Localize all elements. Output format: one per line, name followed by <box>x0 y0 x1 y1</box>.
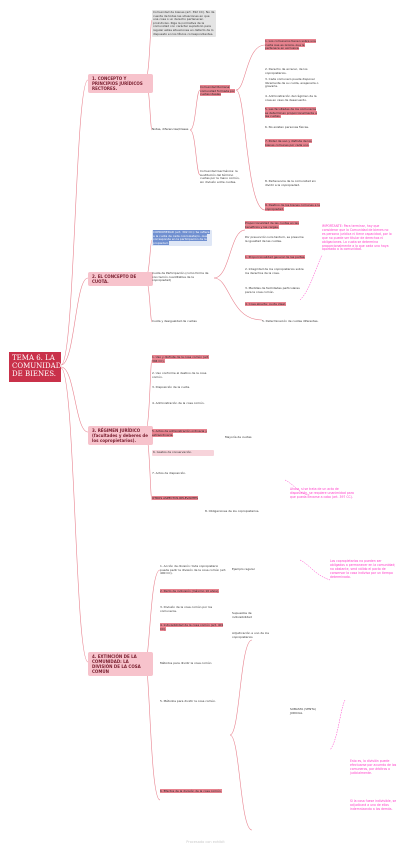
s3-otros: OTROS ASPECTOS RELEVANTES <box>152 496 212 501</box>
s1-romana-node: Comunidad Romana: comunidad formada por … <box>200 85 238 97</box>
s3-otros-text: OTROS ASPECTOS RELEVANTES <box>152 496 198 500</box>
s4-subasta: SUBASTA (VENTA) JUDICIAL <box>290 707 316 715</box>
s2-item-1-text: Proporcionalidad de las cuotas en las be… <box>245 221 299 229</box>
s4-item-2: 2. Pacto de indivisión (máximo 10 años). <box>160 589 228 594</box>
s1-germanica-text: Comunidad Germánica: la sustitución del … <box>200 169 240 184</box>
s2-item-6: 4. Cosa abierta: cuota ideal. <box>245 302 307 307</box>
s2-item-5: 3. Medidas de facilidades particulares p… <box>245 286 300 294</box>
s2-item-1: Proporcionalidad de las cuotas en las be… <box>245 221 307 229</box>
note-3: Los copropietarios no pueden ser obligad… <box>330 559 396 579</box>
s4-item-3: 3. División de la cosa común por los com… <box>160 605 213 613</box>
s3-item-5-text: 5. Actos de administración ordinaria y e… <box>152 429 207 437</box>
s4-item-6-text: 6. Efectos de la división de la cosa com… <box>160 789 222 793</box>
s2-cuota-igualdad: Cuota y desigualdad de cuotas <box>152 319 197 323</box>
s2-item-7: 5. Determinación de cuotas diferentes. <box>262 319 319 323</box>
note-5: Si la cosa fuese indivisible, se adjudic… <box>350 799 397 811</box>
note-1: IMPORTANTE: Para terminar, hay que consi… <box>322 224 392 252</box>
s4-item-4-text: 4. Indivisibilidad de la cosa común (art… <box>160 623 224 631</box>
s1-item-5: 5. Las facultades de los comuneros se de… <box>265 107 320 119</box>
s4-item-1: 1. Acción de división: toda copropietari… <box>160 564 228 576</box>
s2-item-3: 1. Proporcionalidad general de las parte… <box>245 255 307 260</box>
s2-blue-box-text: COPROPIEDAD (art. 392 CC): Se refiere a … <box>153 230 210 245</box>
s1-notas-label: Notas, diferencias/Clases <box>152 127 189 131</box>
s2-item-2: Por presunción iuris tantum, se presume … <box>245 235 304 243</box>
s2-item-6-text: 4. Cosa abierta: cuota ideal. <box>245 302 286 306</box>
s2-item-3-text: 1. Proporcionalidad general de las parte… <box>245 255 306 259</box>
s3-item-1-text: 1. Uso y disfrute de la cosa común (art.… <box>152 355 210 363</box>
s1-item-9: 9. Destino de los bienes comunes a la co… <box>265 203 320 211</box>
s1-top-grey-box: Comunidad de bienes (art. 392 CC). No da… <box>152 10 216 38</box>
s3-item-8: 8. Obligaciones de los copropietarios. <box>205 509 260 513</box>
s1-item-5-text: 5. Las facultades de los comuneros se de… <box>265 107 317 119</box>
s1-item-3: 3. Cada comunero puede disponer libremen… <box>265 77 319 89</box>
s3-item-4: 4. Administración de la cosa común. <box>152 401 205 405</box>
s1-item-6: 6. No existen personas físicas. <box>265 125 309 129</box>
s3-item-3: 3. Disposición de la cuota. <box>152 385 191 389</box>
s3-mayoria: Mayoría de cuotas <box>225 435 252 439</box>
s4-item-1-text: 1. Acción de división: toda copropietari… <box>160 564 227 576</box>
s1-romana-text: Comunidad Romana: comunidad formada por … <box>200 85 235 97</box>
s4-item-2-text: 2. Pacto de indivisión (máximo 10 años). <box>160 589 219 593</box>
s4-metodos: Métodos para dividir la cosa común <box>160 661 212 665</box>
note-2: Ahora, si se trata de un acto de disposi… <box>290 487 354 499</box>
note-4: Esto es, la división puede efectuarse po… <box>350 759 397 775</box>
s1-germanica-node: Comunidad Germánica: la sustitución del … <box>200 169 240 184</box>
s4-adjudicacion: Adjudicación a uno de los copropietarios <box>232 631 269 639</box>
s4-item-5: 5. Métodos para dividir la cosa común. <box>160 699 217 703</box>
s4-supuestos: Supuestos de indivisibilidad <box>232 611 252 619</box>
s3-item-1: 1. Uso y disfrute de la cosa común (art.… <box>152 355 212 363</box>
section-4-title: 4. EXTINCIÓN DE LA COMUNIDAD: LA DIVISIÓ… <box>88 652 153 676</box>
section-2-title: 2. EL CONCEPTO DE CUOTA. <box>88 272 153 286</box>
s4-ejemplo: Ejemplo regular <box>232 567 255 571</box>
footer-watermark: Procesado con exhibit <box>186 840 225 844</box>
main-title: TEMA 6. LA COMUNIDAD DE BIENES. <box>9 352 61 382</box>
s3-item-2: 2. Uso conforme al destino de la cosa co… <box>152 371 207 379</box>
s3-item-5: 5. Actos de administración ordinaria y e… <box>152 429 212 437</box>
s1-item-7: 7. Poder de uso y disfrute de los bienes… <box>265 139 320 147</box>
s2-blue-box: COPROPIEDAD (art. 392 CC): Se refiere a … <box>152 230 212 247</box>
s2-item-4: 2. Integridad de los copropietarios sobr… <box>245 267 304 275</box>
s1-item-7-text: 7. Poder de uso y disfrute de los bienes… <box>265 139 312 147</box>
s1-item-4: 4. Administración del régimen de la cosa… <box>265 94 317 102</box>
s1-item-1-text: 1. Los comuneros tienen sobre una cuota … <box>265 39 316 51</box>
s1-item-1: 1. Los comuneros tienen sobre una cuota … <box>265 39 320 51</box>
s1-item-2: 2. Derecho de acrecer, de los copropieta… <box>265 67 308 75</box>
s1-item-9-text: 9. Destino de los bienes comunes a la co… <box>265 203 320 211</box>
s4-item-4: 4. Indivisibilidad de la cosa común (art… <box>160 623 228 631</box>
section-1-title: 1. CONCEPTO Y PRINCIPIOS JURÍDICOS RECTO… <box>88 74 153 93</box>
s3-item-6: 6. Gastos de conservación. <box>152 450 214 456</box>
s2-cuota-participacion: Cuota de Participación (como forma de co… <box>152 271 209 283</box>
s4-item-6: 6. Efectos de la división de la cosa com… <box>160 789 228 794</box>
s1-item-8: 8. Pertenencia de la comunidad sin divid… <box>265 179 316 187</box>
section-3-title: 3. RÉGIMEN JURÍDICO (facultades y debere… <box>88 426 153 445</box>
s3-item-7: 7. Actos de disposición. <box>152 471 187 475</box>
